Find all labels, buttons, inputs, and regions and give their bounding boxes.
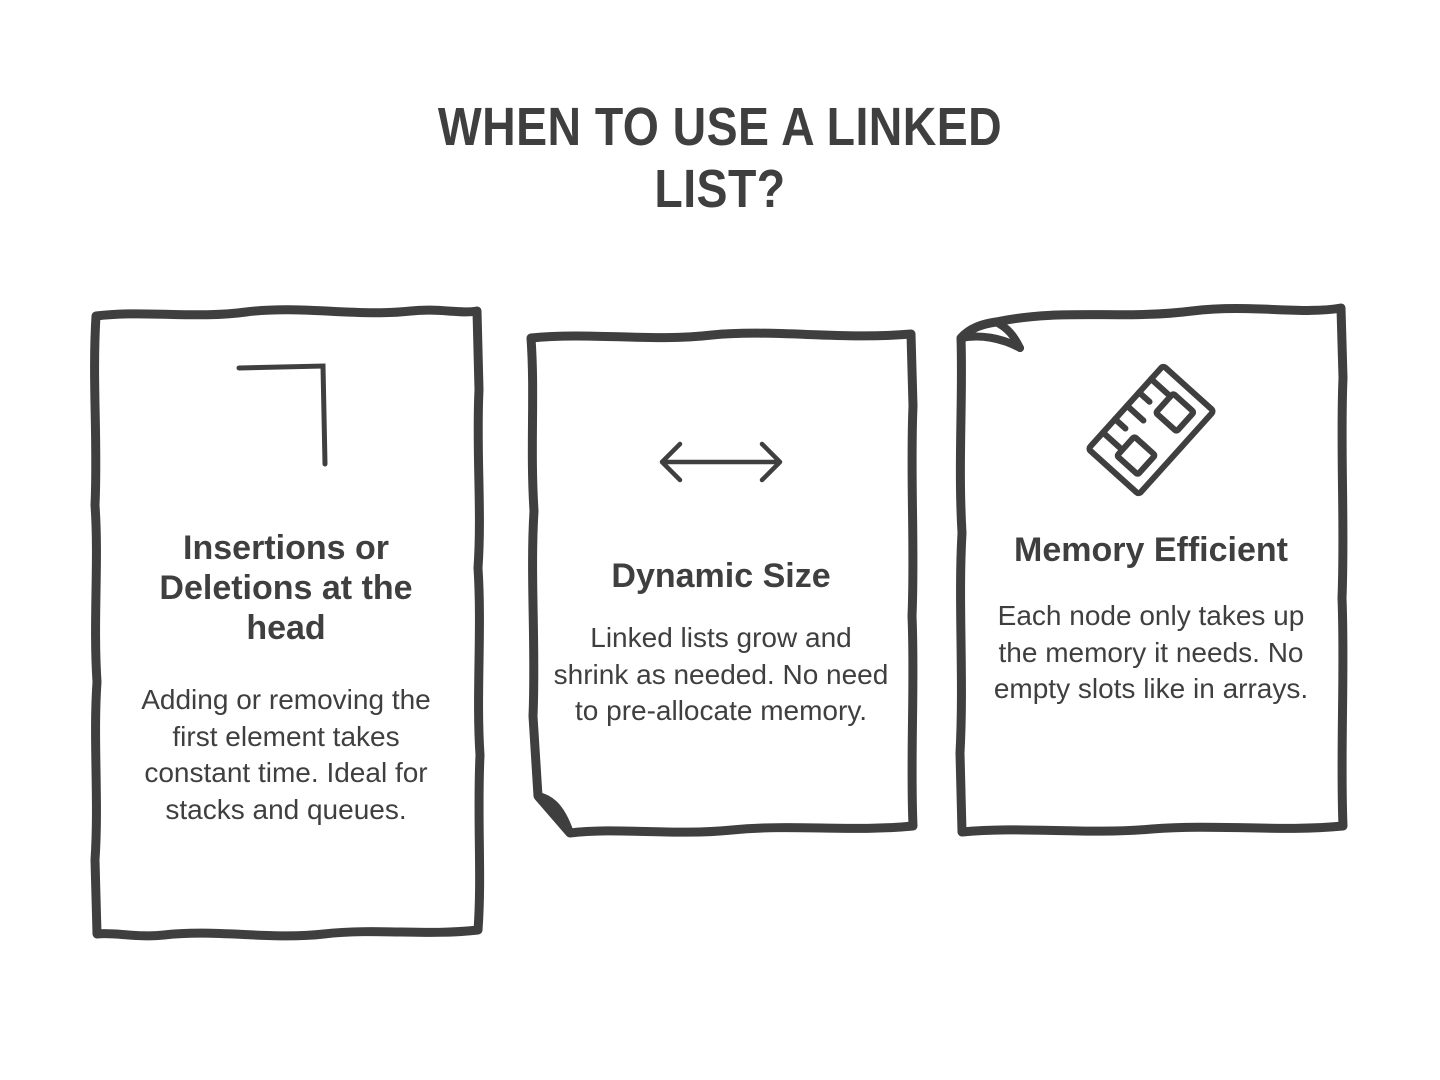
card-insertions-deletions: Insertions or Deletions at the head Addi… [86,300,486,945]
card-body: Adding or removing the first element tak… [141,684,431,825]
card-heading: Dynamic Size [611,557,831,595]
card-body: Each node only takes up the memory it ne… [993,600,1309,704]
page-title-line-1: When to Use a Linked [437,97,1003,157]
card-heading: Memory Efficient [1014,531,1288,569]
ruler-icon [1081,360,1221,500]
card-heading: Insertions or Deletions at the head [159,529,413,648]
card-memory-efficient: Memory Efficient Each node only takes up… [952,298,1350,844]
card-body: Linked lists grow and shrink as needed. … [553,622,889,726]
page-title: When to Use a Linked List? [101,96,1339,220]
horizontal-double-arrow-icon [656,406,786,518]
page-title-line-2: List? [654,159,786,219]
card-dynamic-size: Dynamic Size Linked lists grow and shrin… [522,326,920,848]
bracket-corner-icon [231,352,341,470]
